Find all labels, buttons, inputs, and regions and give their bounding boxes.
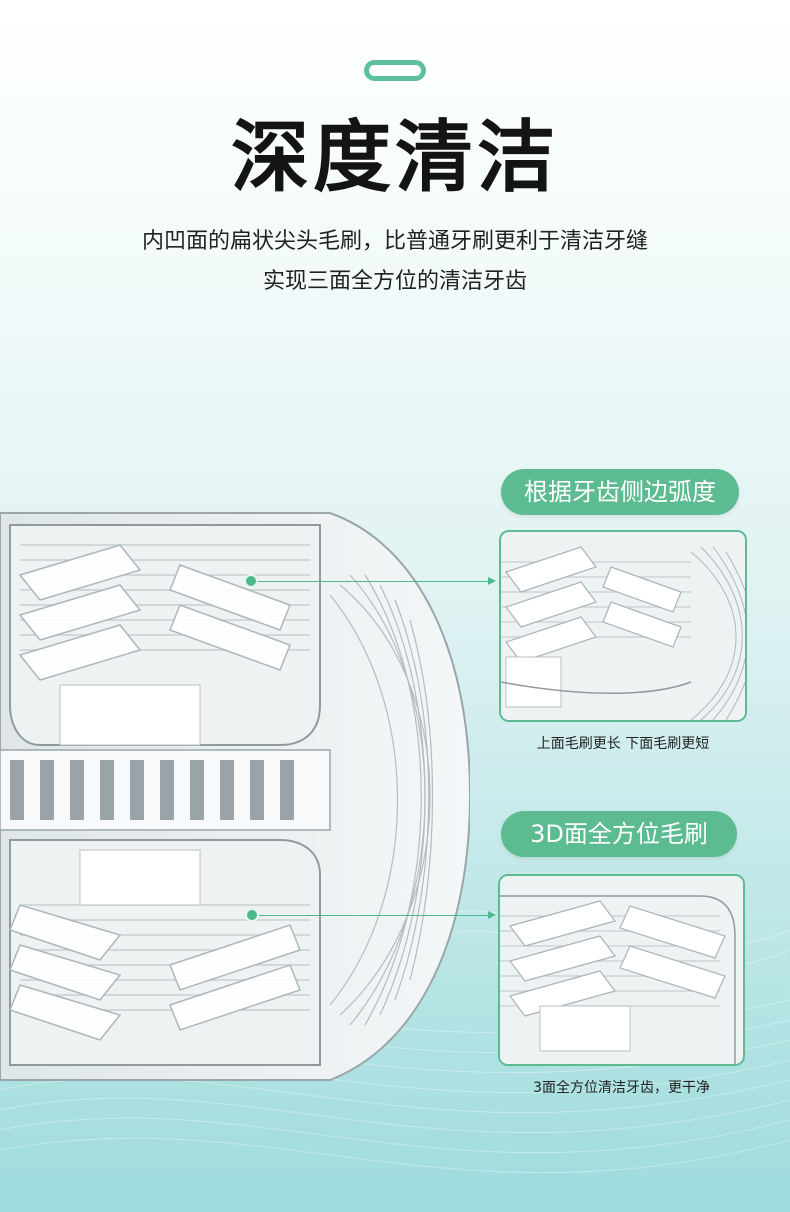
callout-tag-2: 3D面全方位毛刷 (501, 811, 737, 857)
subtitle-line-1: 内凹面的扁状尖头毛刷，比普通牙刷更利于清洁牙缝 (141, 229, 648, 254)
callout-image-1 (499, 530, 747, 722)
callout-caption-2: 3面全方位清洁牙齿，更干净 (533, 1080, 710, 1096)
brush-head-image (0, 512, 470, 1081)
callout-tag-1: 根据牙齿侧边弧度 (501, 469, 739, 515)
arrow-head-icon (488, 911, 496, 919)
callout-dot-icon (245, 908, 259, 922)
arrow-head-icon (488, 577, 496, 585)
callout-image-2 (498, 874, 745, 1066)
callout-dot-icon (244, 574, 258, 588)
callout-line (259, 915, 488, 916)
callout-line (258, 581, 488, 582)
page-title: 深度清洁 (230, 113, 559, 203)
pill-decoration-icon (364, 60, 426, 81)
subtitle-line-2: 实现三面全方位的清洁牙齿 (262, 269, 527, 294)
callout-caption-1: 上面毛刷更长 下面毛刷更短 (536, 736, 710, 752)
